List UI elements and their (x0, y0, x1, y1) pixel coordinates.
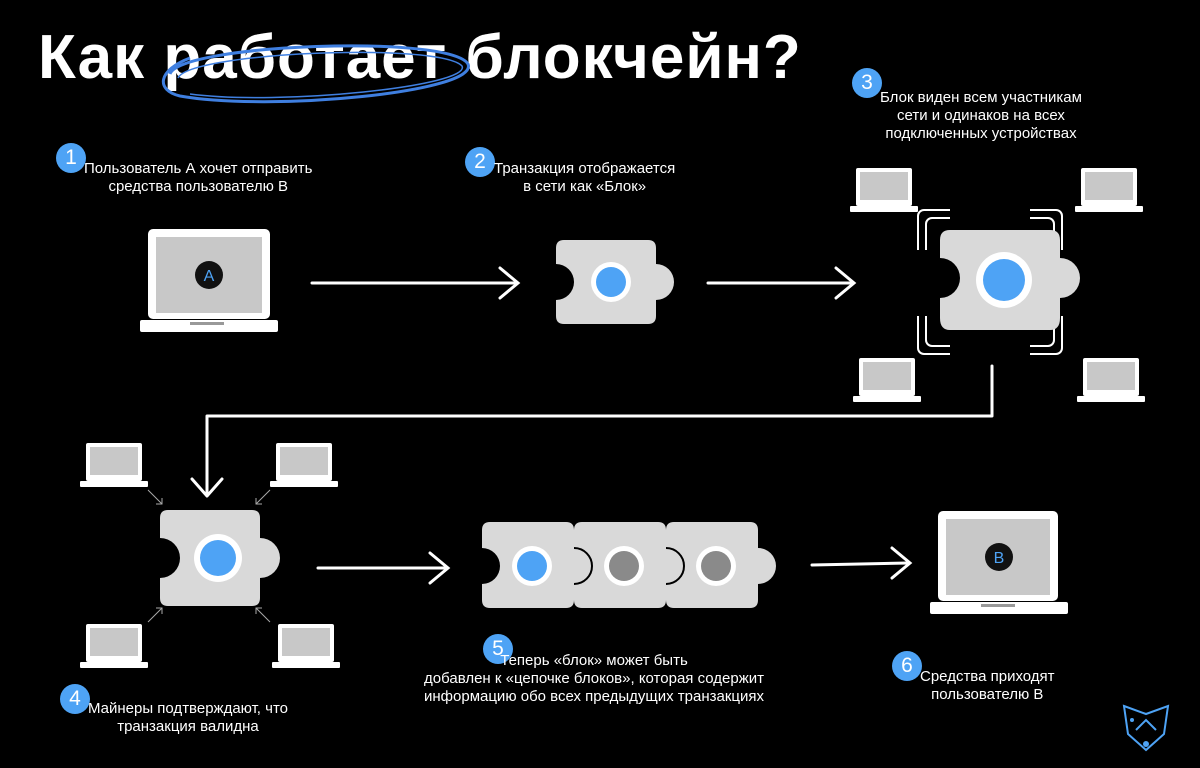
laptop-icon (853, 358, 921, 402)
step-6-caption: Средства приходят пользователю В (920, 668, 1055, 704)
step-6-line-2: пользователю В (931, 686, 1044, 703)
step-2-line-1: Транзакция отображается (494, 160, 676, 177)
arrow-icon (316, 551, 451, 585)
arrow-icon (706, 266, 857, 300)
step-6-line-1: Средства приходят (920, 668, 1055, 685)
highlight-ring-icon (161, 44, 470, 104)
step-3-line-2: сети и одинаков на всех (897, 107, 1065, 124)
step-5-badge: 5 (483, 634, 513, 664)
step-5-line-1: Теперь «блок» может быть (500, 652, 688, 669)
step-1-caption: Пользователь А хочет отправить средства … (84, 160, 312, 196)
broadcast-block-group (850, 168, 1145, 402)
receiver-laptop-icon (930, 511, 1068, 614)
sender-laptop-icon (140, 229, 278, 332)
step-1-badge: 1 (56, 143, 86, 173)
step-1-line-2: средства пользователю В (108, 178, 289, 195)
step-1-line-1: Пользователь А хочет отправить (84, 160, 313, 177)
step-3-line-1: Блок виден всем участникам (880, 89, 1082, 106)
laptop-icon (1077, 358, 1145, 402)
laptop-icon (272, 624, 340, 668)
step-2-badge: 2 (465, 147, 495, 177)
puzzle-block-icon (556, 240, 675, 324)
title-word-1: Как (38, 23, 146, 92)
laptop-icon (1075, 168, 1143, 212)
title-word-3: блокчейн? (465, 23, 802, 92)
puzzle-block-icon (573, 522, 684, 608)
sender-label: A (204, 268, 215, 285)
puzzle-block-icon (665, 522, 776, 608)
block-chain-group (482, 522, 776, 608)
puzzle-block-icon (482, 522, 592, 608)
step-3-caption: Блок виден всем участникам сети и одинак… (880, 89, 1082, 143)
arrow-icon (810, 546, 913, 580)
step-4-caption: Майнеры подтверждают, что транзакция вал… (88, 700, 288, 736)
laptop-icon (270, 443, 338, 487)
step-4-line-2: транзакция валидна (117, 718, 259, 735)
step-5-line-2: добавлен к «цепочке блоков», которая сод… (424, 670, 764, 687)
laptop-icon (80, 443, 148, 487)
miners-block-group (80, 443, 340, 668)
receiver-label: B (994, 550, 1005, 567)
step-2-line-2: в сети как «Блок» (523, 178, 647, 195)
shield-logo-icon (1122, 704, 1170, 752)
laptop-icon (80, 624, 148, 668)
arrow-icon (190, 364, 994, 498)
step-3-line-3: подключенных устройствах (885, 125, 1077, 142)
step-5-line-3: информацию обо всех предыдущих транзакци… (424, 688, 765, 705)
step-5-caption: Теперь «блок» может быть добавлен к «цеп… (424, 652, 764, 706)
step-3-badge: 3 (852, 68, 882, 98)
arrow-icon (310, 266, 521, 300)
step-6-badge: 6 (892, 651, 922, 681)
laptop-icon (850, 168, 918, 212)
step-4-line-1: Майнеры подтверждают, что (88, 700, 288, 717)
step-2-caption: Транзакция отображается в сети как «Блок… (494, 160, 675, 196)
page-title: Как работает блокчейн? (38, 22, 802, 93)
step-4-badge: 4 (60, 684, 90, 714)
